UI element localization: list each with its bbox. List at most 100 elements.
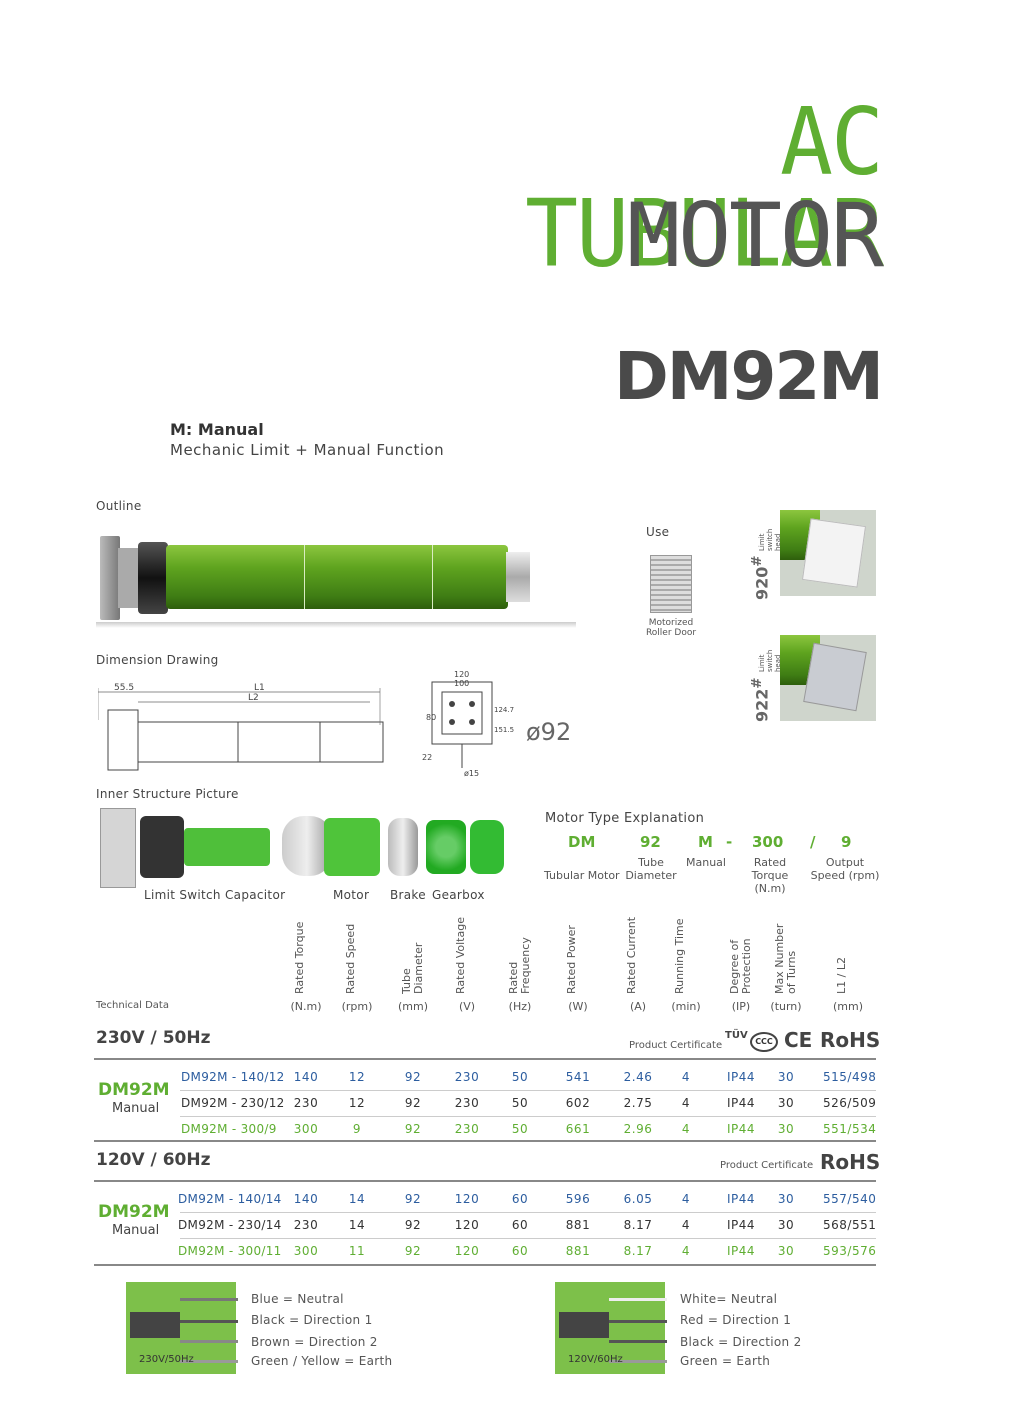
row-cell: 12 [348,1096,366,1110]
row-cell: 515/498 [823,1070,877,1084]
row-cell: 593/576 [823,1244,877,1258]
row-cell: 6.05 [623,1192,653,1206]
row-cell: 300 [293,1122,319,1136]
row-cell: 14 [348,1218,366,1232]
row-cell: 4 [681,1218,691,1232]
use-label: Use [646,525,670,539]
row-cell: 92 [404,1070,422,1084]
header-label-7: Running Time [673,918,686,995]
wiring-right-label: 120V/60Hz [568,1354,623,1365]
caption-output-speed: Output Speed (rpm) [810,856,880,882]
end-plate [431,681,493,745]
wire-left-4: Green / Yellow = Earth [251,1354,393,1368]
head-922-caption: Limit switch head [758,649,782,672]
tube-diameter-symbol: ø92 [526,718,572,746]
row-cell: 140 [293,1070,319,1084]
type-title: M: Manual [170,420,264,439]
wiring-left-label: 230V/50Hz [139,1354,194,1365]
motor-type-label: Motor Type Explanation [545,811,705,826]
row-cell: 120 [454,1218,480,1232]
inner-structure-image [100,808,510,888]
row-cell: 4 [681,1122,691,1136]
header-label-0: Rated Torque [293,921,306,994]
row-cell: 14 [348,1192,366,1206]
row-cell: 4 [681,1192,691,1206]
row-cell: 4 [681,1096,691,1110]
group1-series: DM92M [98,1080,170,1100]
row-cell: 230 [293,1096,319,1110]
row-cell: 30 [777,1122,795,1136]
row-cell: 596 [565,1192,591,1206]
wire-left-3: Brown = Direction 2 [251,1335,378,1349]
caption-tubular-motor: Tubular Motor [544,869,620,882]
row-cell: 12 [348,1070,366,1084]
dim-100: 100 [454,679,469,688]
type-description: Mechanic Limit + Manual Function [170,441,445,459]
row-cell: 230 [454,1070,480,1084]
inner-label-gearbox: Gearbox [432,888,485,902]
row-cell: 60 [511,1244,529,1258]
dim-1515: 151.5 [494,726,514,734]
inner-label-brake: Brake [390,888,426,902]
header-label-3: Rated Voltage [454,917,467,994]
inner-label-limit-switch: Limit Switch [144,888,221,902]
caption-rated-torque: Rated Torque (N.m) [751,856,789,895]
dim-15: ø15 [464,769,479,778]
row-cell: 30 [777,1096,795,1110]
wiring-left-image [126,1282,238,1374]
row-cell: 30 [777,1244,795,1258]
use-caption: Motorized Roller Door [645,618,697,638]
header-label-4: Rated Frequency [507,937,532,994]
header-unit-3: (V) [458,1000,476,1013]
dim-22: 22 [422,753,432,762]
inner-structure-label: Inner Structure Picture [96,787,239,801]
header-label-5: Rated Power [565,925,578,994]
title-line-2: MOTOR [627,184,884,287]
row-cell: IP44 [726,1218,756,1232]
row-cell: 551/534 [823,1122,877,1136]
row-model: DM92M - 230/14 [178,1218,282,1232]
header-unit-7: (min) [671,1000,701,1013]
group2-cert-label: Product Certificate [720,1160,814,1171]
row-cell: 92 [404,1244,422,1258]
row-model: DM92M - 140/14 [178,1192,282,1206]
row-cell: IP44 [726,1096,756,1110]
row-cell: 140 [293,1192,319,1206]
group1-title: 230V / 50Hz [96,1028,211,1048]
ccc-icon: CCC [750,1032,778,1052]
row-cell: 30 [777,1070,795,1084]
roller-door-icon [650,555,692,613]
outline-label: Outline [96,499,142,513]
header-label-10: L1 / L2 [835,957,848,994]
wire-right-2: Red = Direction 1 [680,1313,792,1327]
wire-right-4: Green = Earth [680,1354,771,1368]
dim-l1: L1 [254,683,265,693]
dim-l2: L2 [248,693,259,703]
row-model: DM92M - 230/12 [181,1096,285,1110]
row-cell: 4 [681,1070,691,1084]
row-cell: 50 [511,1096,529,1110]
header-label-2: Tube Diameter [400,942,425,994]
head-920-caption: Limit switch head [758,528,782,551]
inner-label-motor: Motor [333,888,370,902]
row-cell: 60 [511,1218,529,1232]
wire-left-2: Black = Direction 1 [251,1313,373,1327]
row-cell: 50 [511,1122,529,1136]
wire-left-1: Blue = Neutral [251,1292,344,1306]
dim-head [107,709,139,771]
code-dm: DM [568,833,596,851]
row-cell: IP44 [726,1070,756,1084]
outline-motor-image [96,528,576,628]
row-cell: 9 [352,1122,362,1136]
row-model: DM92M - 300/9 [181,1122,277,1136]
technical-data-label: Technical Data [96,1000,169,1011]
row-cell: 230 [454,1096,480,1110]
dim-555: 55.5 [114,683,134,693]
wiring-right-image [555,1282,667,1374]
group2-title: 120V / 60Hz [96,1150,211,1170]
dim-tube [137,721,384,763]
header-unit-9: (turn) [770,1000,802,1013]
